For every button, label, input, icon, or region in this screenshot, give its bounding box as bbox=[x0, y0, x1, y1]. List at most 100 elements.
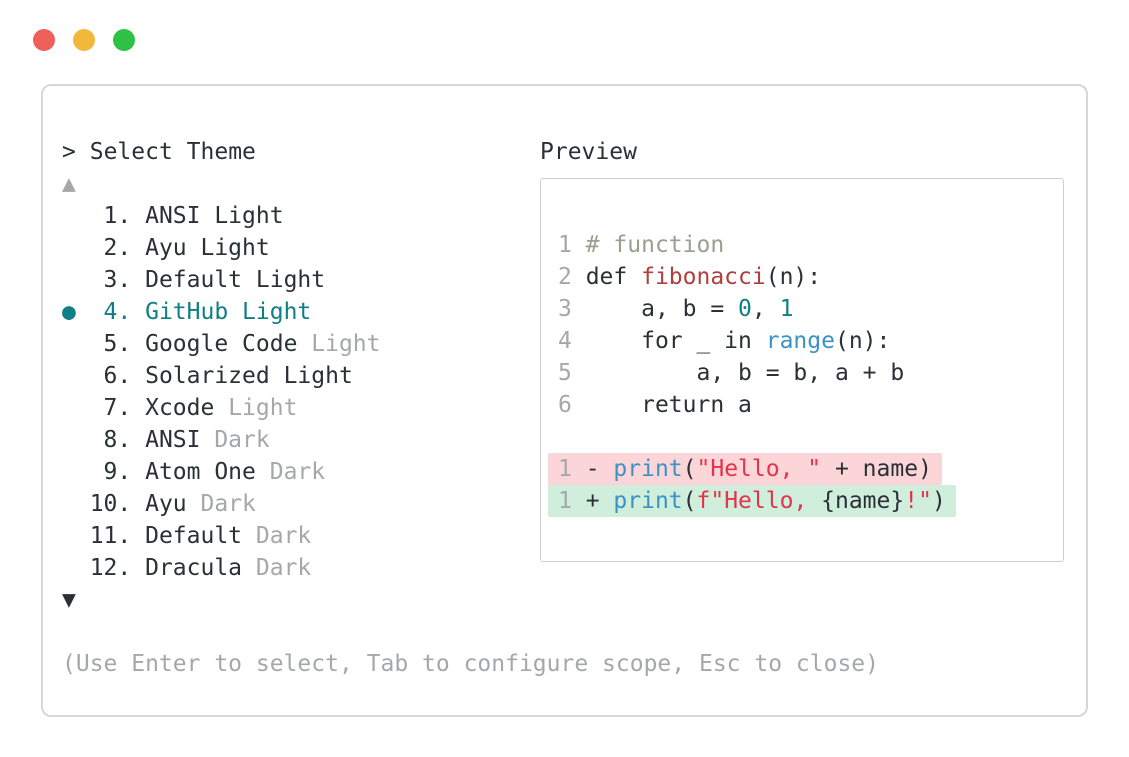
code-line-content: 2 def fibonacci(n): bbox=[548, 261, 831, 293]
theme-item-6[interactable]: 6. Solarized Light bbox=[62, 360, 879, 392]
code-line-content: 1 # function bbox=[548, 229, 734, 261]
theme-item-number: 11. bbox=[89, 523, 146, 549]
window-controls bbox=[33, 29, 135, 51]
theme-item-number: 5. bbox=[89, 331, 146, 357]
code-line-3: 3 a, b = 0, 1 bbox=[558, 293, 956, 325]
theme-item-number: 3. bbox=[89, 267, 146, 293]
token-builtin: print bbox=[613, 456, 683, 482]
token-text: + bbox=[585, 488, 614, 514]
marker-space bbox=[62, 331, 90, 357]
code-line-5: 5 a, b = b, a + b bbox=[558, 357, 956, 389]
code-line-content bbox=[548, 421, 582, 453]
theme-list: 1. ANSI Light 2. Ayu Light 3. Default Li… bbox=[62, 200, 879, 584]
token-text: ( bbox=[682, 488, 697, 514]
token-func: fibonacci bbox=[641, 264, 766, 290]
theme-item-variant: Dark bbox=[200, 427, 270, 453]
marker-space bbox=[62, 395, 90, 421]
theme-item-9[interactable]: 9. Atom One Dark bbox=[62, 456, 879, 488]
token-string: !" bbox=[904, 488, 932, 514]
code-line-content: 5 a, b = b, a + b bbox=[548, 357, 914, 389]
token-text: ( bbox=[682, 456, 697, 482]
selected-bullet-icon: ● bbox=[62, 299, 90, 325]
theme-item-5[interactable]: 5. Google Code Light bbox=[62, 328, 879, 360]
theme-item-label: Default bbox=[145, 523, 243, 549]
page-title: Select Theme bbox=[89, 139, 256, 165]
line-number: 5 bbox=[558, 360, 586, 386]
theme-item-number: 6. bbox=[89, 363, 146, 389]
theme-item-number: 4. bbox=[89, 299, 146, 325]
diff-line-removed: 1 - print("Hello, " + name) bbox=[548, 453, 956, 485]
marker-space bbox=[62, 363, 90, 389]
theme-item-label: GitHub Light bbox=[145, 299, 312, 325]
token-number: 0 bbox=[738, 296, 752, 322]
theme-item-variant: Light bbox=[214, 395, 298, 421]
code-line-content: 1 + print(f"Hello, {name}!") bbox=[548, 485, 956, 517]
theme-item-label: ANSI bbox=[145, 427, 201, 453]
zoom-button[interactable] bbox=[113, 29, 135, 51]
help-text: (Use Enter to select, Tab to configure s… bbox=[62, 651, 879, 677]
marker-space bbox=[62, 555, 90, 581]
theme-item-7[interactable]: 7. Xcode Light bbox=[62, 392, 879, 424]
theme-item-variant: Dark bbox=[255, 459, 326, 485]
line-number: 1 bbox=[558, 456, 586, 482]
theme-item-number: 8. bbox=[89, 427, 146, 453]
theme-item-1[interactable]: 1. ANSI Light bbox=[62, 200, 879, 232]
theme-item-label: Google Code bbox=[145, 331, 298, 357]
line-number: 6 bbox=[558, 392, 586, 418]
theme-item-variant: Light bbox=[297, 331, 381, 357]
code-line-1: 1 # function bbox=[558, 229, 956, 261]
code-line-content: 1 - print("Hello, " + name) bbox=[548, 453, 942, 485]
theme-item-12[interactable]: 12. Dracula Dark bbox=[62, 552, 879, 584]
theme-item-2[interactable]: 2. Ayu Light bbox=[62, 232, 879, 264]
scroll-up-icon[interactable]: ▲ bbox=[62, 171, 76, 197]
marker-space bbox=[62, 267, 90, 293]
theme-item-number: 7. bbox=[89, 395, 146, 421]
preview-title: Preview bbox=[540, 139, 637, 165]
token-text: (n): bbox=[834, 328, 891, 354]
theme-item-4[interactable]: ● 4. GitHub Light bbox=[62, 296, 879, 328]
theme-item-label: Xcode bbox=[145, 395, 215, 421]
marker-space bbox=[62, 235, 90, 261]
theme-item-number: 12. bbox=[89, 555, 146, 581]
code-line-content: 3 a, b = 0, 1 bbox=[548, 293, 803, 325]
marker-space bbox=[62, 203, 90, 229]
line-number: 3 bbox=[558, 296, 586, 322]
line-number: 4 bbox=[558, 328, 586, 354]
token-text: + name) bbox=[821, 456, 932, 482]
minimize-button[interactable] bbox=[73, 29, 95, 51]
code-line-4: 4 for _ in range(n): bbox=[558, 325, 956, 357]
theme-item-label: Atom One bbox=[145, 459, 256, 485]
code-line-content: 4 for _ in range(n): bbox=[548, 325, 900, 357]
theme-item-label: Dracula bbox=[145, 555, 243, 581]
token-text: (n): bbox=[765, 264, 822, 290]
token-comment: # function bbox=[585, 232, 725, 258]
token-string: f"Hello, bbox=[696, 488, 822, 514]
marker-space bbox=[62, 491, 90, 517]
token-text: for _ in bbox=[585, 328, 766, 354]
token-builtin: range bbox=[765, 328, 835, 354]
theme-item-label: Ayu bbox=[145, 491, 187, 517]
theme-item-10[interactable]: 10. Ayu Dark bbox=[62, 488, 879, 520]
token-builtin: print bbox=[613, 488, 683, 514]
theme-item-variant: Dark bbox=[242, 523, 312, 549]
theme-item-8[interactable]: 8. ANSI Dark bbox=[62, 424, 879, 456]
theme-item-11[interactable]: 11. Default Dark bbox=[62, 520, 879, 552]
token-text: {name} bbox=[821, 488, 905, 514]
theme-picker-panel: > Select Theme ▲ 1. ANSI Light 2. Ayu Li… bbox=[41, 84, 1088, 717]
line-number: 2 bbox=[558, 264, 586, 290]
close-button[interactable] bbox=[33, 29, 55, 51]
code-line-7 bbox=[558, 421, 956, 453]
scroll-down-icon[interactable]: ▼ bbox=[62, 587, 76, 613]
token-text: a, b = bbox=[585, 296, 739, 322]
prompt-line: > Select Theme bbox=[62, 136, 879, 168]
token-text: , bbox=[751, 296, 780, 322]
theme-item-label: ANSI Light bbox=[145, 203, 284, 229]
code-line-content: 6 return a bbox=[548, 389, 762, 421]
theme-item-label: Solarized Light bbox=[145, 363, 353, 389]
token-text: def bbox=[585, 264, 642, 290]
marker-space bbox=[62, 523, 90, 549]
theme-item-3[interactable]: 3. Default Light bbox=[62, 264, 879, 296]
token-number: 1 bbox=[779, 296, 794, 322]
